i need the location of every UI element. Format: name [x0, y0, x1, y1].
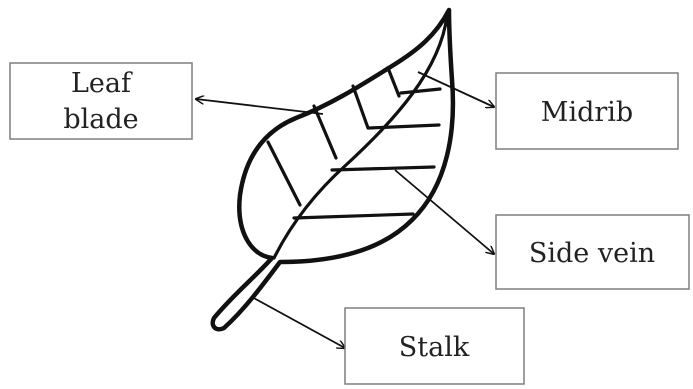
- midrib-box: [495, 72, 679, 150]
- leaf: [210, 7, 456, 332]
- stalk-arrow: [251, 296, 345, 348]
- side-vein-text: Side vein: [529, 238, 655, 269]
- side-vein-left-1: [386, 66, 401, 98]
- midrib-label: Midrib: [495, 72, 679, 150]
- side-vein-right-1: [399, 87, 442, 95]
- leaf-blade-text-line2: blade: [63, 104, 138, 135]
- side-vein-left-4: [266, 140, 302, 207]
- side-vein-right-2: [367, 123, 441, 130]
- leaf-blade-text-line1: Leaf: [71, 68, 133, 99]
- side-vein-box: [495, 214, 690, 290]
- stalk-text: Stalk: [399, 332, 470, 363]
- stalk-label: Stalk: [344, 307, 525, 385]
- side-vein-right-4: [292, 212, 415, 220]
- stalk-box: [344, 307, 525, 385]
- side-vein-label: Side vein: [495, 214, 690, 290]
- midrib-text: Midrib: [541, 97, 633, 128]
- leaf-blade-label: Leaf blade: [9, 62, 193, 140]
- midrib-arrow: [417, 71, 494, 107]
- leaf-blade-box: [9, 62, 193, 140]
- leaf-blade-arrow: [196, 99, 324, 115]
- side-vein-right-3: [330, 165, 436, 172]
- side-vein-arrow: [394, 169, 494, 254]
- midrib-vein: [272, 14, 449, 260]
- side-vein-left-3: [312, 104, 338, 160]
- side-vein-left-2: [351, 84, 370, 130]
